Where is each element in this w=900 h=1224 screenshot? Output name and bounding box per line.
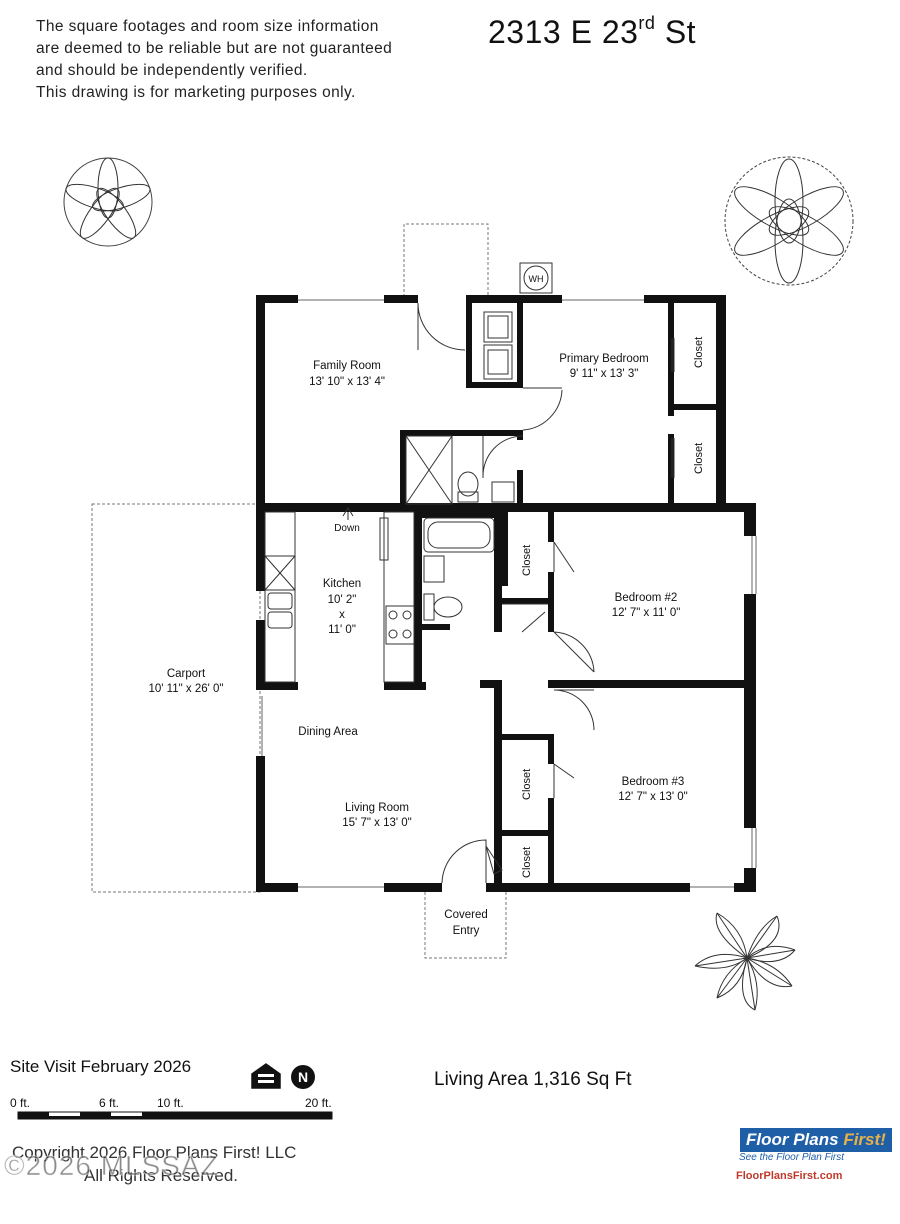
address-suffix: rd — [638, 13, 656, 34]
palm-tree-icon — [694, 912, 796, 1011]
logo-url: FloorPlansFirst.com — [736, 1170, 843, 1182]
patio-outline — [403, 223, 489, 297]
carport-name: Carport — [167, 668, 206, 680]
closet-label: Closet — [693, 337, 705, 368]
tree-icon — [63, 157, 153, 247]
disclaimer-line: This drawing is for marketing purposes o… — [36, 84, 356, 101]
closet-label: Closet — [521, 847, 533, 878]
scale-label-0: 0 ft. — [10, 1096, 31, 1110]
mls-watermark: ©2026 MLSSAZ — [4, 1150, 219, 1182]
kitchen-size-height: 11' 0" — [328, 624, 356, 636]
logo-main-text: Floor Plans — [746, 1130, 839, 1149]
svg-text:N: N — [298, 1069, 308, 1085]
closet-label: Closet — [693, 443, 705, 474]
living-room-size: 15' 7" x 13' 0" — [342, 817, 411, 829]
covered-entry-outline — [424, 892, 507, 959]
equal-housing-icon — [251, 1063, 281, 1089]
bedroom2-size: 12' 7" x 11' 0" — [612, 607, 681, 619]
living-room-name: Living Room — [345, 802, 409, 814]
walls — [256, 295, 756, 892]
scale-bar — [17, 1111, 333, 1120]
primary-bedroom-name: Primary Bedroom — [559, 353, 648, 365]
primary-bedroom-size: 9' 11" x 13' 3" — [570, 368, 639, 380]
scale-label-20: 20 ft. — [305, 1096, 332, 1110]
disclaimer-line: and should be independently verified. — [36, 62, 308, 79]
living-area-total: Living Area 1,316 Sq Ft — [434, 1069, 632, 1090]
kitchen-size-width: 10' 2" — [328, 594, 357, 606]
disclaimer-line: The square footages and room size inform… — [36, 18, 379, 35]
accessibility-n-icon: N — [291, 1065, 315, 1089]
bedroom3-size: 12' 7" x 13' 0" — [618, 791, 687, 803]
covered-entry-line2: Entry — [453, 925, 480, 937]
family-room-name: Family Room — [313, 360, 381, 372]
address-main: 2313 E 23 — [488, 14, 639, 50]
down-label: Down — [334, 523, 360, 534]
family-room-size: 13' 10" x 13' 4" — [309, 376, 385, 388]
carport-size: 10' 11" x 26' 0" — [148, 683, 223, 695]
kitchen-size-x: x — [339, 609, 345, 621]
address-tail: St — [655, 14, 697, 50]
dining-area-name: Dining Area — [298, 726, 358, 738]
closet-label: Closet — [521, 545, 533, 576]
logo-tagline: See the Floor Plan First — [739, 1152, 845, 1163]
covered-entry-line1: Covered — [444, 909, 487, 921]
water-heater-icon — [519, 262, 553, 294]
bedroom3-name: Bedroom #3 — [622, 776, 685, 788]
disclaimer-line: are deemed to be reliable but are not gu… — [36, 40, 393, 57]
carport-outline — [91, 503, 261, 893]
logo-first-text: First! — [843, 1130, 886, 1149]
floor-plans-first-logo: Floor Plans First! — [740, 1128, 892, 1152]
water-heater-label: WH — [529, 274, 544, 284]
disclaimer: The square footages and room size inform… — [36, 16, 396, 104]
property-address: 2313 E 23rd St — [488, 13, 697, 51]
scale-label-10: 10 ft. — [157, 1096, 184, 1110]
site-visit-date: Site Visit February 2026 — [10, 1057, 192, 1076]
copyright-line: Copyright 2026 Floor Plans First! LLC — [12, 1143, 297, 1162]
scale-label-6: 6 ft. — [99, 1096, 120, 1110]
tree-icon — [724, 156, 854, 286]
closet-label: Closet — [521, 769, 533, 800]
rights-line: All Rights Reserved. — [84, 1166, 239, 1185]
bedroom2-name: Bedroom #2 — [615, 592, 678, 604]
kitchen-name: Kitchen — [323, 578, 361, 590]
